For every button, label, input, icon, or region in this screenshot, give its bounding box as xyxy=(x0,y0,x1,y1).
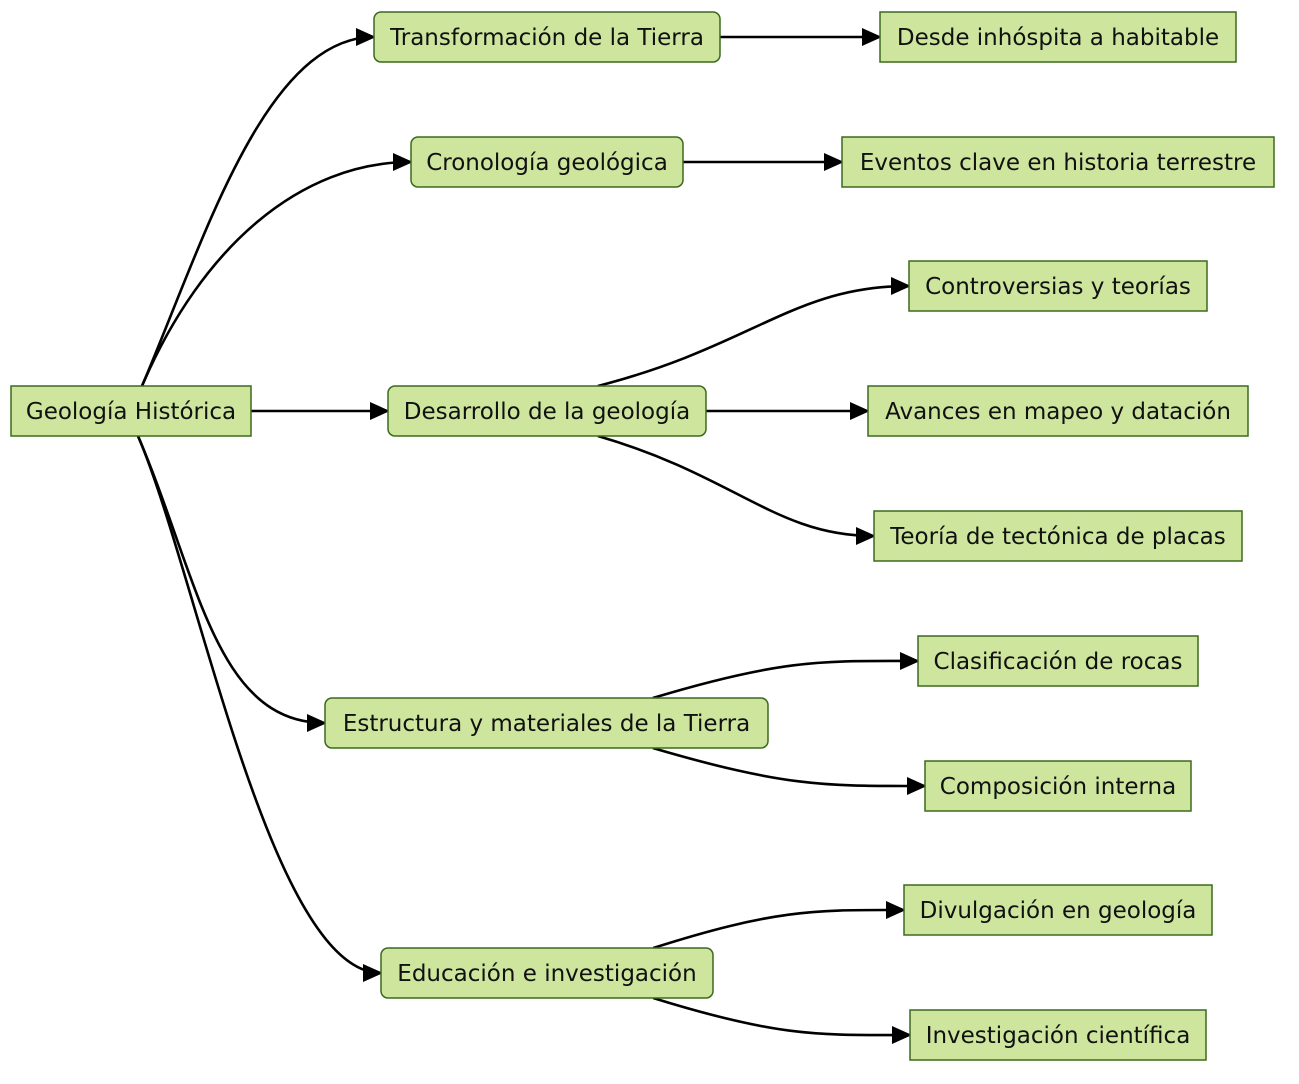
node-root[interactable]: Geología Histórica xyxy=(10,385,252,437)
node-box xyxy=(873,510,1243,562)
node-investigacion[interactable]: Investigación científica xyxy=(909,1009,1207,1061)
node-box xyxy=(380,947,714,999)
node-avances[interactable]: Avances en mapeo y datación xyxy=(867,385,1249,437)
node-box xyxy=(903,884,1213,936)
node-label: Investigación científica xyxy=(926,1023,1191,1049)
edge-desarrollo-to-controversias xyxy=(597,277,911,388)
node-box xyxy=(917,635,1199,687)
node-label: Estructura y materiales de la Tierra xyxy=(343,711,750,737)
node-label: Clasificación de rocas xyxy=(934,649,1183,675)
node-label: Composición interna xyxy=(940,774,1176,800)
node-label: Teoría de tectónica de placas xyxy=(889,524,1225,550)
node-label: Avances en mapeo y datación xyxy=(885,399,1231,425)
node-box xyxy=(410,136,684,188)
node-inhospita[interactable]: Desde inhóspita a habitable xyxy=(879,11,1237,63)
node-label: Transformación de la Tierra xyxy=(389,25,704,51)
nodes-layer: Geología Histórica Transformación de la T… xyxy=(10,11,1275,1061)
node-box xyxy=(10,385,252,437)
node-label: Educación e investigación xyxy=(397,961,696,987)
node-label: Desde inhóspita a habitable xyxy=(897,25,1219,51)
node-estructura[interactable]: Estructura y materiales de la Tierra xyxy=(324,697,769,749)
node-label: Desarrollo de la geología xyxy=(404,399,690,425)
node-box xyxy=(324,697,769,749)
node-box xyxy=(387,385,707,437)
node-clasificacion[interactable]: Clasificación de rocas xyxy=(917,635,1199,687)
node-eventos[interactable]: Eventos clave en historia terrestre xyxy=(841,136,1275,188)
node-composicion[interactable]: Composición interna xyxy=(924,760,1192,812)
node-box xyxy=(924,760,1192,812)
edge-estructura-to-composicion xyxy=(652,746,927,796)
node-divulgacion[interactable]: Divulgación en geología xyxy=(903,884,1213,936)
edge-educacion-to-divulgacion xyxy=(652,900,906,950)
edge-desarrollo-to-tectonica xyxy=(597,434,876,545)
edge-root-to-estructura xyxy=(136,435,327,732)
edges-layer xyxy=(136,28,927,1045)
node-box xyxy=(867,385,1249,437)
edge-root-to-educacion xyxy=(136,435,383,982)
edge-root-to-cronologia xyxy=(140,153,413,387)
node-controversias[interactable]: Controversias y teorías xyxy=(908,260,1208,312)
edge-educacion-to-investigacion xyxy=(652,996,912,1045)
node-box xyxy=(841,136,1275,188)
node-label: Cronología geológica xyxy=(426,150,668,176)
node-box xyxy=(879,11,1237,63)
edge-estructura-to-clasificacion xyxy=(652,651,920,700)
node-box xyxy=(908,260,1208,312)
node-cronologia[interactable]: Cronología geológica xyxy=(410,136,684,188)
node-label: Geología Histórica xyxy=(26,399,236,425)
node-box xyxy=(373,11,721,63)
node-desarrollo[interactable]: Desarrollo de la geología xyxy=(387,385,707,437)
node-label: Controversias y teorías xyxy=(925,274,1191,300)
node-educacion[interactable]: Educación e investigación xyxy=(380,947,714,999)
edge-root-to-transformacion xyxy=(140,28,376,387)
node-tectonica[interactable]: Teoría de tectónica de placas xyxy=(873,510,1243,562)
node-transformacion[interactable]: Transformación de la Tierra xyxy=(373,11,721,63)
node-box xyxy=(909,1009,1207,1061)
node-label: Eventos clave en historia terrestre xyxy=(860,150,1256,176)
node-label: Divulgación en geología xyxy=(920,898,1197,924)
